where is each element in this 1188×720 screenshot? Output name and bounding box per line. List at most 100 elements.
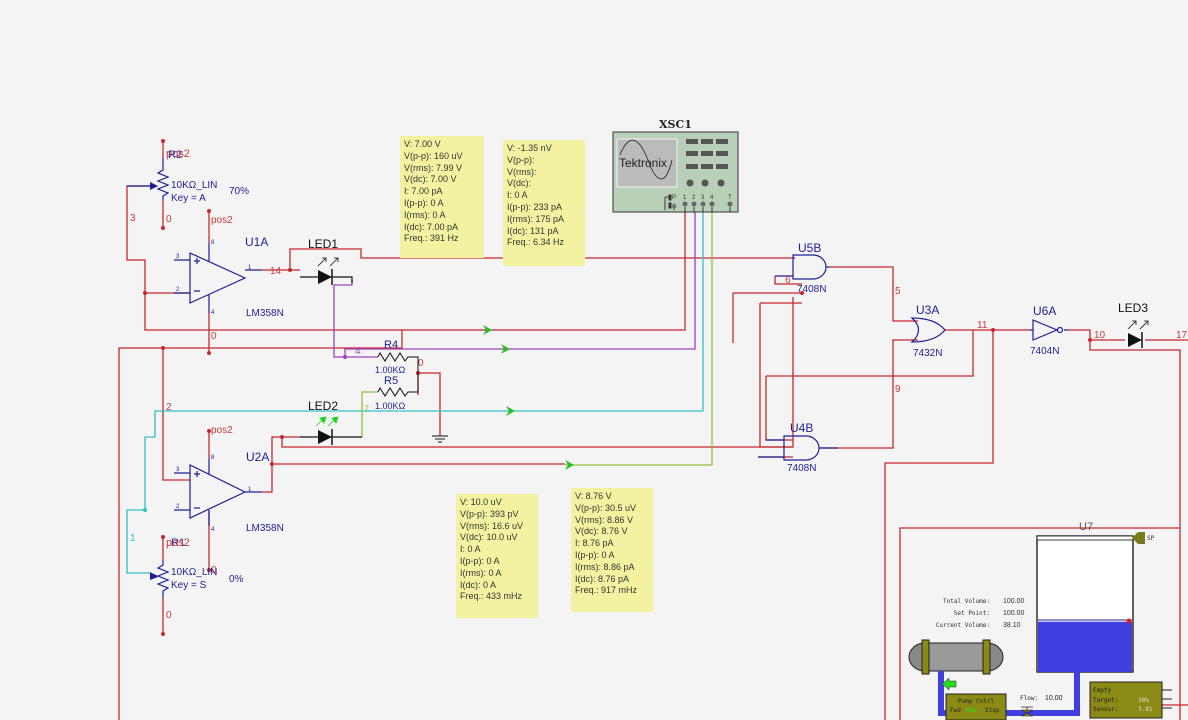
probe-line: Freq.: 917 mHz [575, 585, 638, 596]
probe-line: I: 0 A [460, 544, 481, 555]
sp-arrow-icon [1132, 532, 1145, 544]
pump-control-title: Pump Cntrl [958, 698, 995, 705]
net-label-11: 11 [977, 320, 988, 331]
probe-line: I(p-p): 0 A [460, 555, 500, 566]
set-point-value: 100.00 [1003, 610, 1025, 617]
flow-label: Flow: [1020, 695, 1038, 702]
opamp-u2a[interactable] [174, 458, 262, 526]
led2[interactable] [300, 416, 362, 445]
led1[interactable] [300, 257, 353, 285]
junction-dot [143, 508, 147, 512]
scope-terminals [682, 201, 733, 207]
target-label: Target: [1093, 697, 1118, 704]
oscilloscope-xsc1[interactable] [612, 131, 739, 213]
opamp-u1a[interactable] [174, 243, 262, 313]
u1a-ref: U1A [245, 235, 268, 249]
probe-readout-1[interactable]: V: 7.00 V V(p-p): 160 uV V(rms): 7.99 V … [400, 136, 484, 258]
u2a-ref: U2A [246, 450, 269, 464]
led3-emission-icon [1127, 320, 1149, 330]
net-label-0: 0 [418, 358, 424, 369]
and-gate-u4b[interactable] [758, 435, 838, 461]
net-label-4: 4 [355, 346, 361, 357]
probe-readout-2[interactable]: V: -1.35 nV V(p-p): V(rms): V(dc): I: 0 … [503, 140, 585, 266]
r5-ref: R5 [384, 375, 398, 387]
probe-line: V: 10.0 uV [460, 497, 502, 507]
led2-emission-icon [315, 416, 339, 427]
probe-line: V(rms): 16.6 uV [460, 520, 524, 531]
pump-control-panel [945, 693, 1007, 720]
scope-pin-label: 4 [710, 195, 714, 201]
net-label-14: 14 [270, 266, 282, 277]
pin-label: 1 [248, 265, 252, 271]
level-sensor-dot [1126, 618, 1132, 624]
olive-wire-scope [565, 210, 713, 466]
pump-fwd-button[interactable]: Fwd [950, 707, 961, 714]
potentiometer-r1[interactable] [149, 560, 170, 598]
probe-line: V: -1.35 nV [507, 143, 552, 153]
probe-line: I(dc): 8.76 pA [575, 573, 630, 584]
probe-line: I: 8.76 pA [575, 538, 614, 549]
resistor-r5[interactable] [377, 373, 419, 397]
or-gate-u3a[interactable] [910, 317, 946, 343]
scope-buttons [686, 139, 728, 187]
resistor-r4[interactable] [377, 351, 419, 373]
net-label-10: 10 [1094, 330, 1106, 341]
inverter-u6a[interactable] [1030, 319, 1068, 341]
potentiometer-r2[interactable] [127, 157, 170, 200]
net-label-9: 9 [895, 384, 901, 395]
probe-line: V: 7.00 V [404, 139, 441, 149]
level-status-panel [1089, 681, 1172, 719]
u1a-gnd: 0 [211, 331, 217, 342]
probe-line: V: 8.76 V [575, 491, 612, 501]
probe-readout-3[interactable]: V: 10.0 uV V(p-p): 393 pV V(rms): 16.6 u… [456, 494, 538, 618]
net-label-5: 5 [895, 286, 901, 297]
r1-setting: 0% [229, 574, 244, 585]
valve-icon[interactable] [1020, 706, 1034, 717]
probe-line: I(p-p): 0 A [404, 197, 444, 208]
probe-line: V(rms): 8.86 V [575, 514, 634, 525]
scope-pin-label: 3 [701, 195, 705, 201]
u4b-part: 7408N [787, 463, 816, 474]
purple-wire [333, 210, 696, 358]
probe-line: V(rms): [507, 166, 537, 177]
u3a-part: 7432N [913, 348, 942, 359]
probe-line: I(rms): 175 pA [507, 213, 565, 224]
probe-line: I(p-p): 0 A [575, 549, 615, 560]
probe-line: V(dc): [507, 178, 532, 189]
scope-screen [616, 138, 678, 188]
flow-direction-arrow-icon [941, 677, 957, 691]
u6a-ref: U6A [1033, 304, 1056, 318]
r2-gnd-label: 0 [166, 214, 172, 225]
current-volume-value: 38.10 [1003, 622, 1021, 629]
scope-pin-label: P [672, 195, 676, 201]
r2-value: 10KΩ_LIN [171, 180, 217, 191]
r2-supply-label: pos2 [166, 148, 190, 160]
led3[interactable] [1127, 320, 1149, 348]
pin-label: 8 [211, 240, 215, 246]
r1-value: 10KΩ_LIN [171, 567, 217, 578]
target-value: 38% [1138, 697, 1149, 704]
flow-value: 10.00 [1045, 695, 1063, 702]
pump-stop-button[interactable]: Stop [985, 707, 1000, 714]
tank-u7[interactable] [1036, 535, 1134, 673]
u7-ref: U7 [1079, 521, 1093, 533]
r1-ref: R1 [171, 537, 185, 549]
pin-label: 8 [211, 455, 215, 461]
u1a-part: LM358N [246, 308, 284, 319]
probe-line: V(rms): 7.99 V [404, 162, 463, 173]
probe-line: V(p-p): 160 uV [404, 150, 463, 161]
status-title: Empty [1093, 687, 1111, 694]
and-gate-u5b[interactable] [775, 254, 830, 280]
probe-line: V(dc): 10.0 uV [460, 532, 518, 543]
u5b-part: 7408N [797, 284, 826, 295]
probe-line: I(rms): 0 A [404, 209, 446, 220]
r4-ref: R4 [384, 339, 398, 351]
pin-label: 4 [211, 310, 215, 316]
probe-readout-4[interactable]: V: 8.76 V V(p-p): 30.5 uV V(rms): 8.86 V… [571, 488, 653, 612]
u5b-ref: U5B [798, 241, 821, 255]
probe-line: V(p-p): [507, 154, 535, 165]
probe-line: I(dc): 7.00 pA [404, 221, 459, 232]
pump-rev-button[interactable]: Rev [966, 707, 977, 714]
probe-line: I: 0 A [507, 190, 528, 201]
